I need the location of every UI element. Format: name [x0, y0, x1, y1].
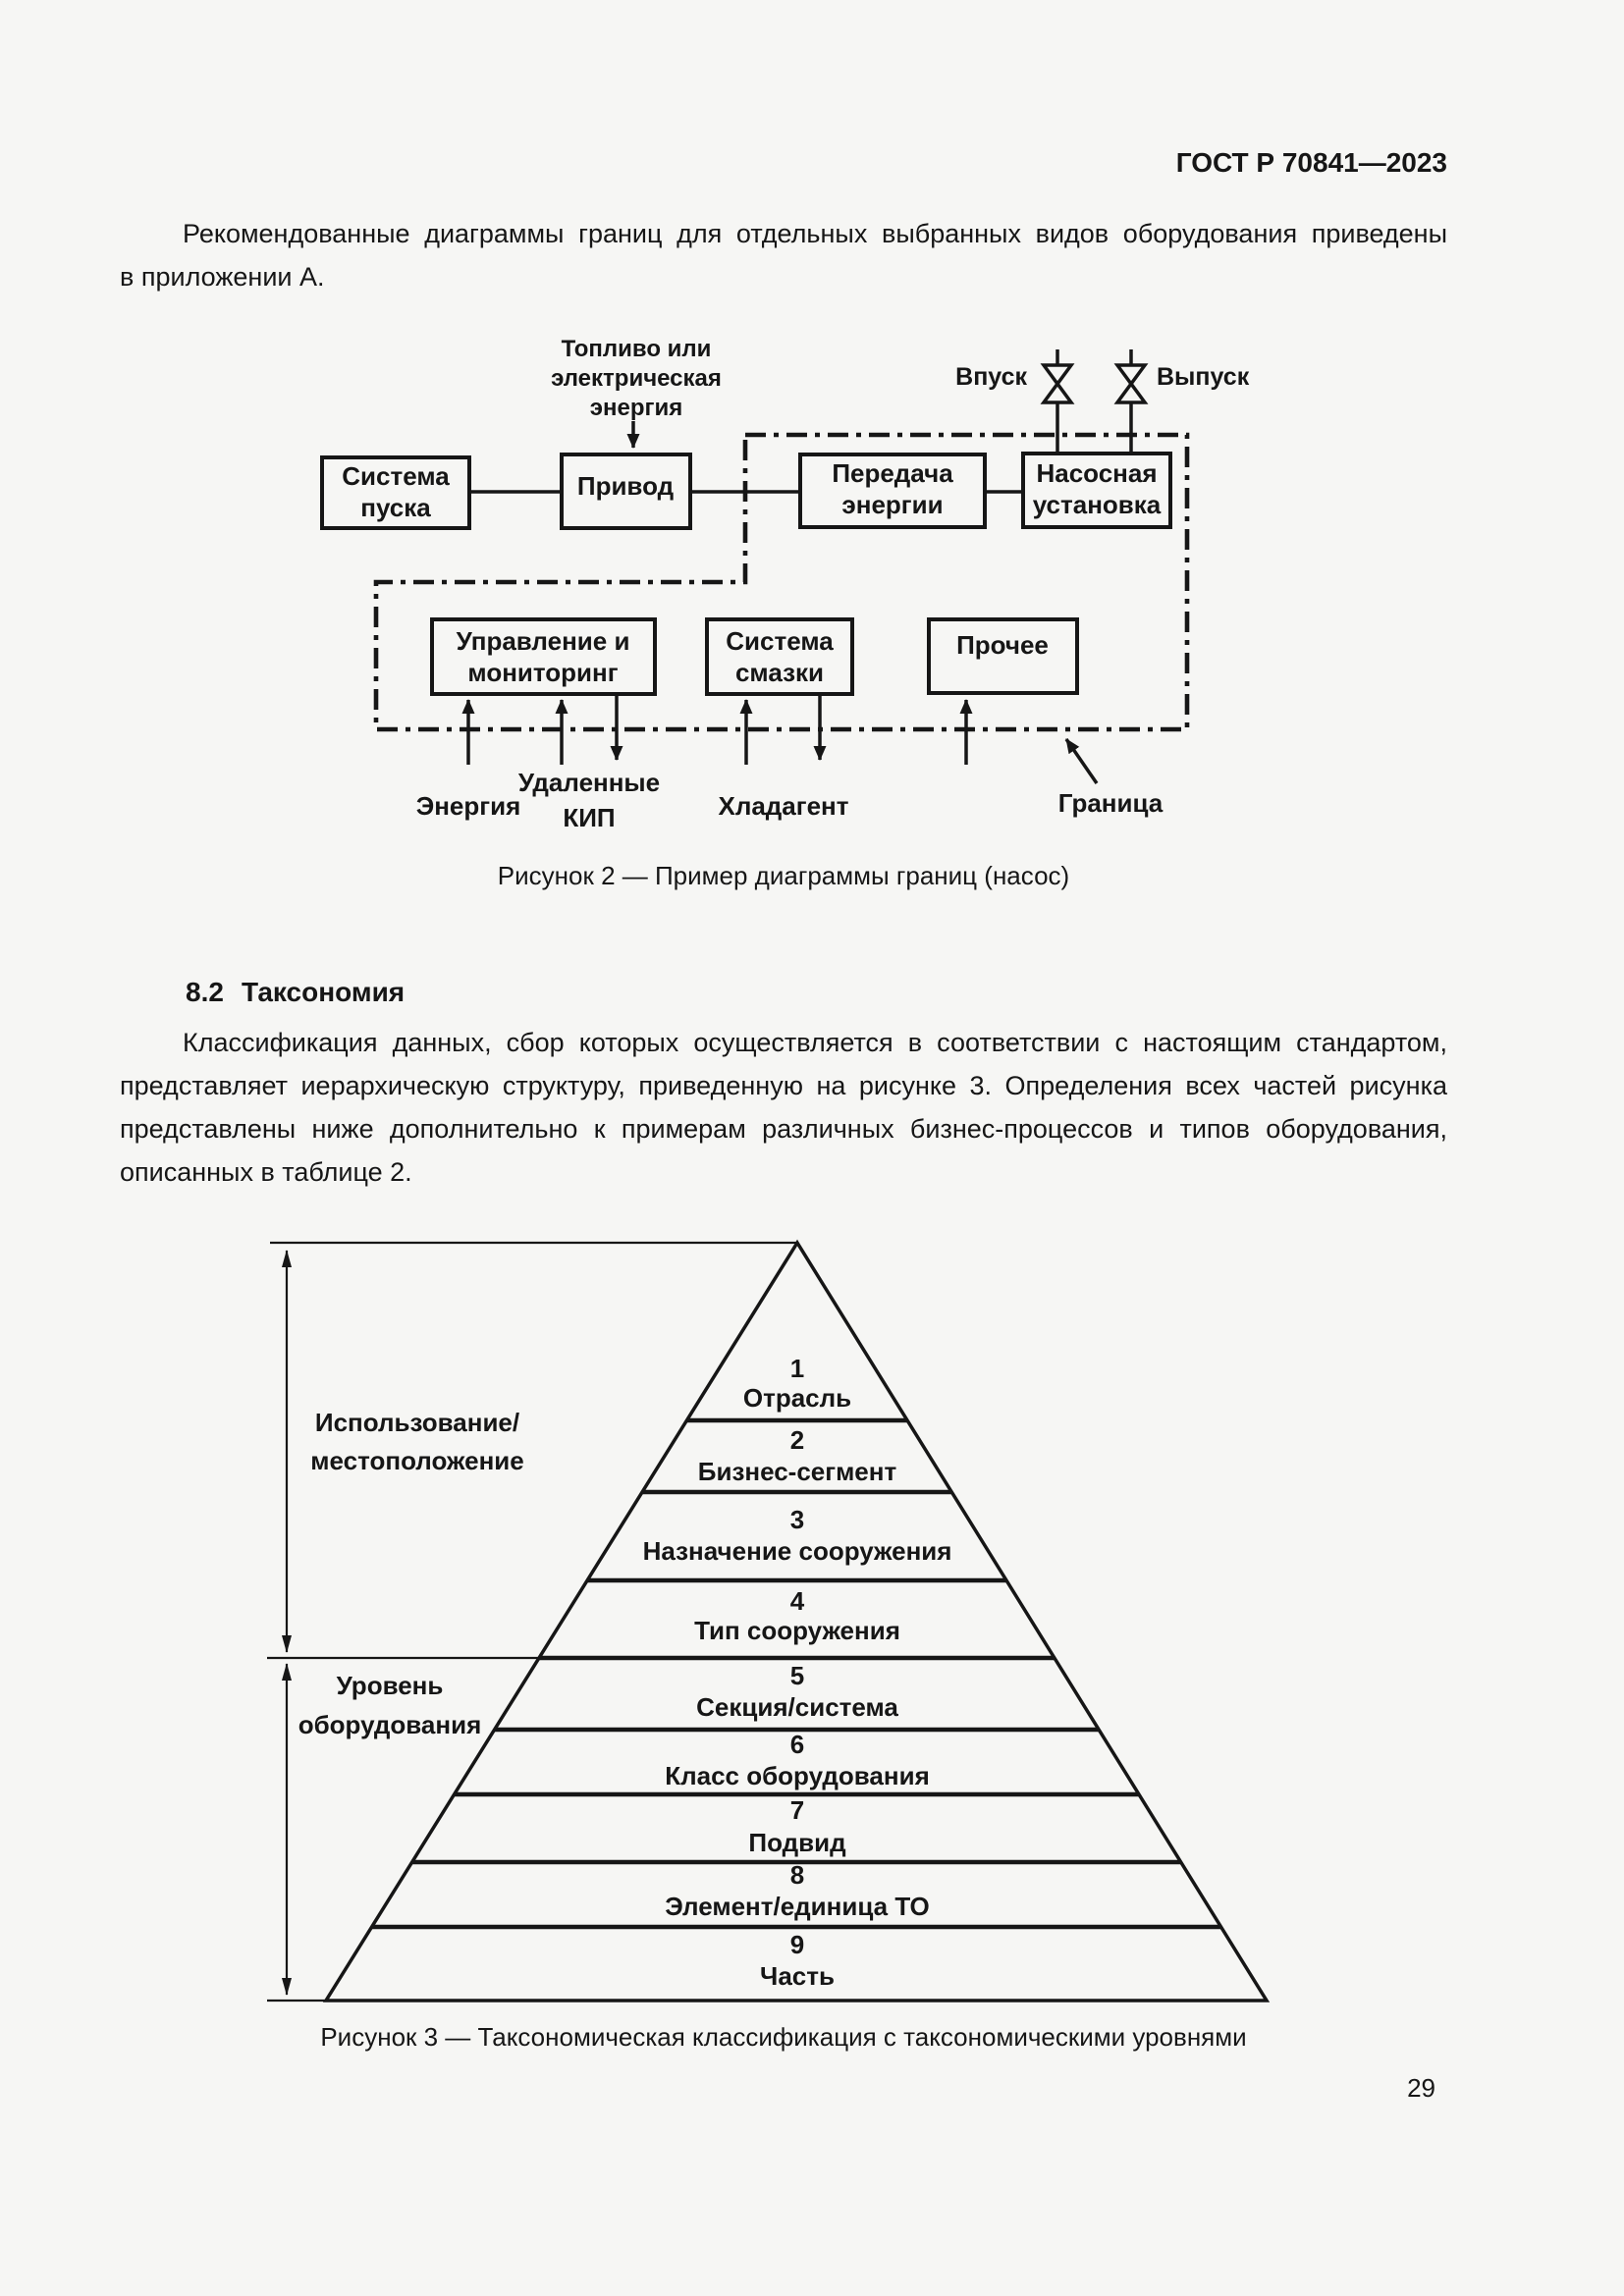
start-system-label: пуска [360, 493, 431, 522]
paragraph-line: в приложении А. [120, 262, 325, 292]
coolant-label: Хладагент [718, 791, 848, 821]
pyramid-level-name: Назначение сооружения [643, 1536, 952, 1566]
page-number: 29 [1407, 2073, 1435, 2103]
page-header: ГОСТ Р 70841—2023 [1175, 147, 1447, 178]
paragraph-line: Классификация данных, сбор которых осуще… [183, 1028, 1447, 1057]
boundary-pointer-arrow [1064, 738, 1099, 784]
lube-system-label: Система [726, 626, 834, 656]
intro-paragraph: Рекомендованные диаграммы границ для отд… [120, 212, 1447, 298]
drive-label: Привод [577, 471, 675, 501]
paragraph-line: представляет иерархическую структуру, пр… [120, 1071, 1447, 1100]
pyramid-level-name: Элемент/единица ТО [665, 1892, 930, 1921]
paragraph-line: Рекомендованные диаграммы границ для отд… [183, 219, 1447, 248]
pyramid-level-number: 3 [790, 1505, 804, 1534]
pyramid-level-name: Секция/система [696, 1692, 898, 1722]
remote-instruments-label: КИП [563, 803, 615, 832]
inlet-valve-icon [1040, 349, 1075, 455]
transmission-label: энергии [841, 490, 943, 519]
figure2-caption: Рисунок 2 — Пример диаграммы границ (нас… [497, 861, 1070, 890]
pyramid-level-number: 5 [790, 1661, 804, 1690]
pump-unit-label: Насосная [1036, 458, 1157, 488]
pyramid-level-name: Класс оборудования [665, 1761, 930, 1790]
pyramid-level-number: 7 [790, 1795, 804, 1825]
lube-system-box [705, 617, 854, 696]
section-heading: 8.2 Таксономия [186, 977, 405, 1008]
section-number: 8.2 [186, 977, 224, 1007]
inlet-label: Впуск [955, 363, 1027, 391]
pyramid-level-name: Тип сооружения [694, 1616, 900, 1645]
remote-instruments-label: Удаленные [518, 768, 660, 797]
boundary-label: Граница [1058, 788, 1164, 818]
pyramid-level-number: 2 [790, 1425, 804, 1455]
pump-unit-label: установка [1033, 490, 1162, 519]
pyramid-level-number: 1 [790, 1354, 804, 1383]
other-box [927, 617, 1079, 695]
pyramid-level-name: Отрасль [743, 1383, 851, 1413]
energy-label: Энергия [416, 791, 521, 821]
other-label: Прочее [956, 630, 1049, 660]
fuel-label-line2: электрическая [551, 365, 722, 392]
control-monitoring-label: мониторинг [467, 658, 618, 687]
fuel-label-line1: Топливо или [562, 336, 712, 362]
fuel-label-line3: энергия [590, 395, 683, 421]
pyramid-level-number: 9 [790, 1930, 804, 1959]
pyramid-level-number: 8 [790, 1860, 804, 1890]
equipment-level-label: Уровень [337, 1671, 444, 1700]
use-location-label: местоположение [310, 1446, 523, 1475]
start-system-label: Система [342, 461, 450, 491]
lube-system-label: смазки [735, 658, 824, 687]
figure2-boundary-diagram: Топливо или электрическая энергия Впуск … [320, 336, 1250, 832]
paragraph-line: описанных в таблице 2. [120, 1157, 412, 1187]
paragraph-line: представлены ниже дополнительно к пример… [120, 1114, 1447, 1144]
figure3-caption: Рисунок 3 — Таксономическая классификаци… [320, 2022, 1247, 2052]
use-location-label: Использование/ [315, 1408, 519, 1437]
pyramid-outline [322, 1239, 1271, 2002]
pyramid-level-name: Бизнес-сегмент [698, 1457, 897, 1486]
pyramid-level-name: Подвид [748, 1828, 846, 1857]
boundary-dashdot-line [373, 432, 1190, 732]
pyramid-level-number: 4 [790, 1586, 805, 1616]
equipment-level-label: оборудования [298, 1710, 482, 1739]
section-title: Таксономия [241, 977, 406, 1007]
section-paragraph: Классификация данных, сбор которых осуще… [120, 1021, 1447, 1194]
pyramid-level-name: Часть [760, 1961, 835, 1991]
outlet-label: Выпуск [1157, 363, 1250, 391]
control-monitoring-label: Управление и [457, 626, 630, 656]
control-monitoring-box [430, 617, 657, 696]
transmission-label: Передача [832, 458, 953, 488]
pyramid-level-number: 6 [790, 1730, 804, 1759]
outlet-valve-icon [1113, 349, 1149, 455]
